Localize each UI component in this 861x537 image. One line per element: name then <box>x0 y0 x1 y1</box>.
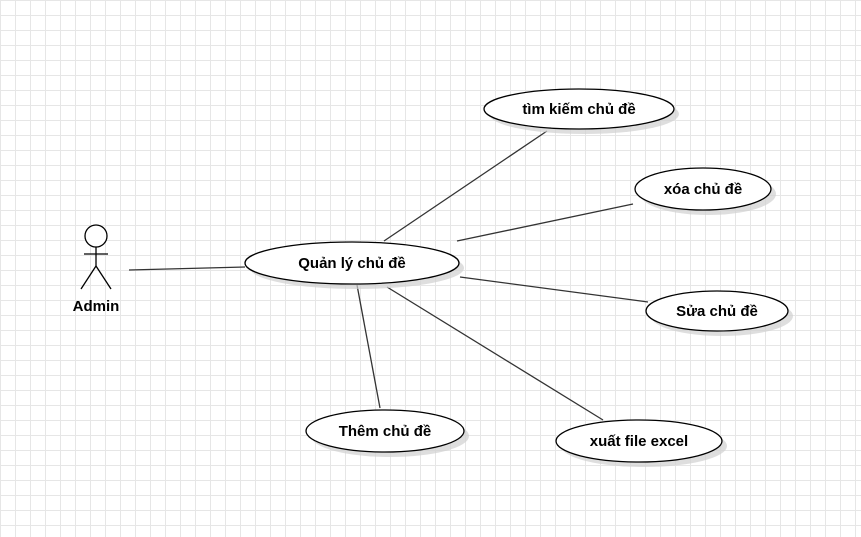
use-case-search-label: tìm kiếm chủ đề <box>522 101 635 118</box>
actor-label: Admin <box>73 298 120 315</box>
use-case-export[interactable]: xuất file excel <box>555 419 727 467</box>
association-admin-main[interactable] <box>128 266 246 271</box>
use-case-add-label: Thêm chủ đề <box>339 423 432 440</box>
use-case-delete-shape <box>634 167 772 211</box>
use-case-export-label: xuất file excel <box>590 433 688 450</box>
use-case-main-label: Quản lý chủ đề <box>298 255 406 272</box>
use-case-export-shape <box>555 419 723 463</box>
use-case-main-shape <box>244 241 460 285</box>
associations <box>128 130 649 421</box>
actor-left-leg <box>80 265 97 290</box>
use-case-edit[interactable]: Sửa chủ đề <box>645 290 793 336</box>
association-main-export[interactable] <box>386 286 604 421</box>
use-case-search-shape <box>483 88 675 130</box>
use-case-main[interactable]: Quản lý chủ đề <box>244 241 464 289</box>
actor-head <box>84 224 108 248</box>
use-case-delete-label: xóa chủ đề <box>664 181 742 198</box>
use-case-add[interactable]: Thêm chủ đề <box>305 409 469 457</box>
association-main-delete[interactable] <box>456 203 634 242</box>
use-case-add-shape <box>305 409 465 453</box>
use-case-search[interactable]: tìm kiếm chủ đề <box>483 88 679 134</box>
use-case-edit-shape <box>645 290 789 332</box>
association-main-search[interactable] <box>383 130 548 242</box>
association-main-edit[interactable] <box>459 276 649 303</box>
actor-right-leg <box>95 265 112 290</box>
use-case-delete[interactable]: xóa chủ đề <box>634 167 776 215</box>
use-case-edit-label: Sửa chủ đề <box>676 303 758 320</box>
association-main-add[interactable] <box>356 284 381 409</box>
actor-admin[interactable] <box>80 224 112 290</box>
